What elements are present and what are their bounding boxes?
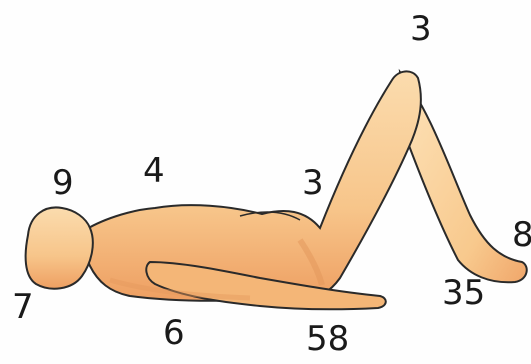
label-heel: 35 <box>442 276 485 310</box>
label-head-bottom: 7 <box>12 290 34 324</box>
torso <box>82 71 421 300</box>
label-chest: 4 <box>143 154 165 188</box>
label-hip: 3 <box>302 166 324 200</box>
label-elbow: 6 <box>163 316 185 350</box>
label-head-top: 9 <box>52 166 74 200</box>
label-hand: 58 <box>306 322 349 356</box>
label-knee: 3 <box>410 12 432 46</box>
head <box>26 207 93 288</box>
label-foot: 8 <box>512 218 531 252</box>
